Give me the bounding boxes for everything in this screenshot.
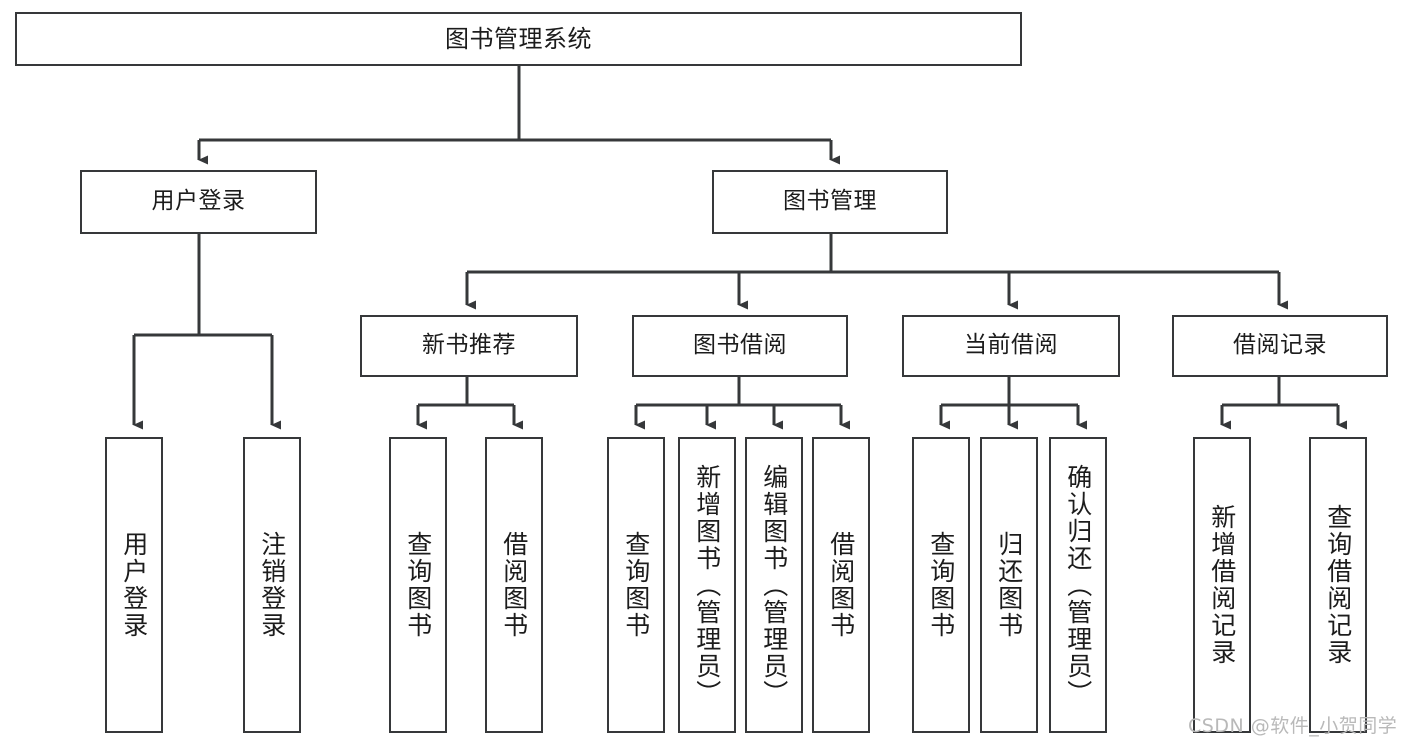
node-new-book-recommend[interactable]: 新书推荐 <box>360 315 578 377</box>
leaf-query-book-current[interactable]: 查询图书 <box>912 437 970 733</box>
node-root-library-system[interactable]: 图书管理系统 <box>15 12 1022 66</box>
node-borrow-records[interactable]: 借阅记录 <box>1172 315 1388 377</box>
leaf-borrow-book-recommend[interactable]: 借阅图书 <box>485 437 543 733</box>
leaf-logout[interactable]: 注销登录 <box>243 437 301 733</box>
node-label: 图书管理系统 <box>445 24 592 53</box>
leaf-query-book-borrow[interactable]: 查询图书 <box>607 437 665 733</box>
leaf-edit-book-admin[interactable]: 编辑图书（管理员） <box>745 437 803 733</box>
node-label: 查询图书 <box>926 531 956 639</box>
node-label: 借阅记录 <box>1233 332 1327 359</box>
node-label: 借阅图书 <box>826 531 856 639</box>
node-user-login[interactable]: 用户登录 <box>80 170 317 234</box>
node-label: 查询图书 <box>621 531 651 639</box>
node-label: 编辑图书（管理员） <box>759 463 789 707</box>
leaf-user-login[interactable]: 用户登录 <box>105 437 163 733</box>
node-label: 查询借阅记录 <box>1323 504 1353 666</box>
node-label: 当前借阅 <box>964 332 1058 359</box>
node-book-management[interactable]: 图书管理 <box>712 170 948 234</box>
node-label: 图书管理 <box>783 188 877 215</box>
node-label: 查询图书 <box>403 531 433 639</box>
node-current-borrow[interactable]: 当前借阅 <box>902 315 1120 377</box>
node-label: 用户登录 <box>151 188 246 215</box>
leaf-query-book-recommend[interactable]: 查询图书 <box>389 437 447 733</box>
node-label: 借阅图书 <box>499 531 529 639</box>
leaf-borrow-book[interactable]: 借阅图书 <box>812 437 870 733</box>
node-label: 归还图书 <box>994 531 1024 639</box>
node-label: 注销登录 <box>257 531 287 639</box>
node-label: 图书借阅 <box>693 332 787 359</box>
leaf-return-book[interactable]: 归还图书 <box>980 437 1038 733</box>
leaf-confirm-return-admin[interactable]: 确认归还（管理员） <box>1049 437 1107 733</box>
node-label: 新增图书（管理员） <box>692 463 722 707</box>
leaf-add-borrow-record[interactable]: 新增借阅记录 <box>1193 437 1251 733</box>
leaf-add-book-admin[interactable]: 新增图书（管理员） <box>678 437 736 733</box>
leaf-query-borrow-record[interactable]: 查询借阅记录 <box>1309 437 1367 733</box>
node-book-borrow[interactable]: 图书借阅 <box>632 315 848 377</box>
node-label: 用户登录 <box>119 531 149 639</box>
csdn-watermark: CSDN @软件_小贺同学 <box>1188 715 1398 737</box>
node-label: 确认归还（管理员） <box>1063 463 1093 707</box>
node-label: 新增借阅记录 <box>1207 504 1237 666</box>
node-label: 新书推荐 <box>422 332 516 359</box>
